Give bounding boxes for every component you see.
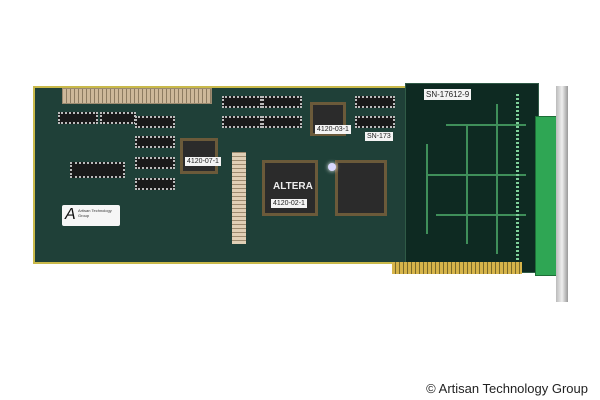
daughter-board: SN-17612-9 (405, 83, 539, 273)
pin-header-connector (62, 88, 212, 104)
mounting-bracket (556, 86, 568, 302)
sticker-text: Artisan Technology Group (78, 208, 112, 218)
ic-chip (355, 96, 395, 108)
edge-connector (392, 262, 522, 274)
ic-chip (222, 116, 262, 128)
sticker-logo: A (65, 206, 76, 223)
ic-chip (222, 96, 262, 108)
chip-label: 4120-03-1 (315, 125, 351, 134)
plcc-chip: 4120-03-1 (310, 102, 351, 136)
ribbon-header-connector (232, 152, 246, 244)
ic-chip (262, 116, 302, 128)
ic-chip (70, 162, 125, 178)
plcc-chip: 4120-07-1 (180, 138, 221, 174)
asset-sticker: A Artisan Technology Group (62, 205, 120, 226)
serial-label: SN-17612-9 (424, 89, 472, 100)
watermark: © Artisan Technology Group (426, 381, 588, 396)
ic-chip (135, 116, 175, 128)
ic-chip (135, 136, 175, 148)
plcc-chip (335, 160, 387, 216)
ic-chip (135, 178, 175, 190)
ic-chip (58, 112, 98, 124)
ic-chip (135, 157, 175, 169)
led (328, 163, 336, 171)
ic-chip (100, 112, 136, 124)
chip-label: 4120-02-1 (271, 199, 307, 208)
serial-label: SN-173 (365, 132, 393, 141)
chip-label: 4120-07-1 (185, 157, 221, 166)
ic-chip (355, 116, 395, 128)
altera-brand: ALTERA (273, 181, 313, 192)
ic-chip (262, 96, 302, 108)
altera-fpga-chip: ALTERA 4120-02-1 (262, 160, 318, 216)
